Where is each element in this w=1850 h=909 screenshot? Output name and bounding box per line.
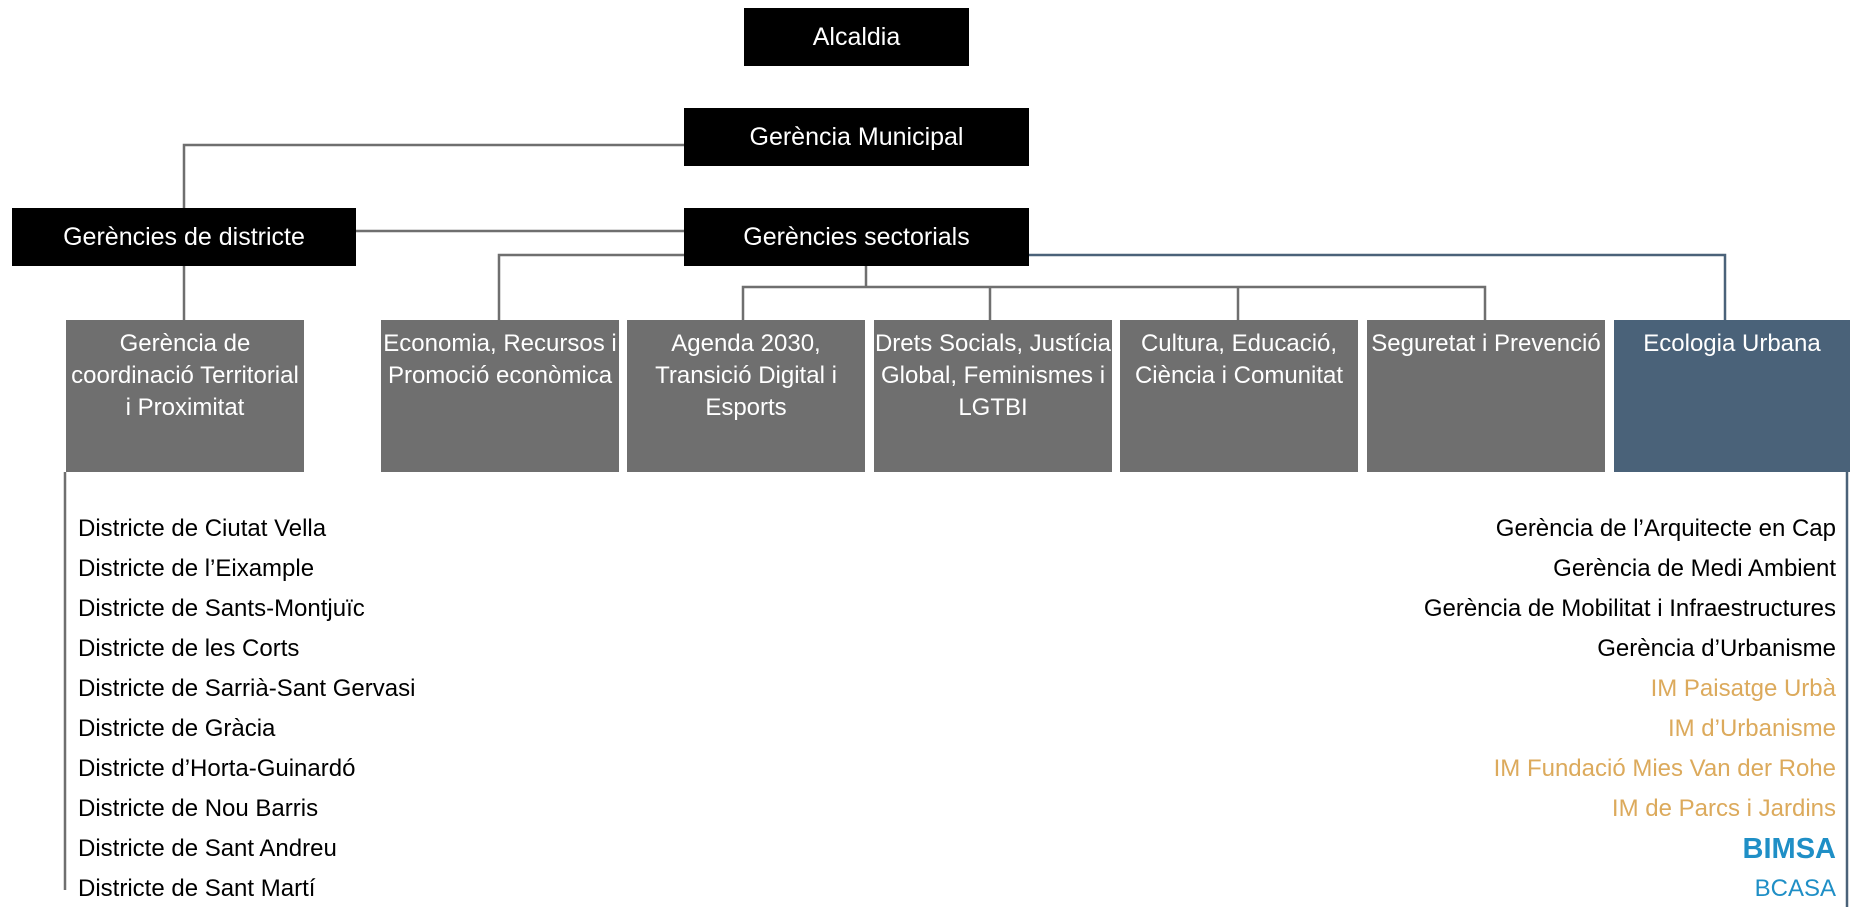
districte-item: Districte de l’Eixample (78, 555, 315, 582)
gerencies-districte-box: Gerències de districte (12, 208, 356, 266)
area-agenda-box: Agenda 2030, Transició Digital i Esports (627, 320, 865, 472)
gerencia-item: Gerència d’Urbanisme (1597, 635, 1836, 662)
districte-item: Districte d’Horta-Guinardó (78, 755, 356, 782)
districtes-list: Districte de Ciutat Vella Districte de l… (78, 509, 415, 909)
gerencia-municipal-box: Gerència Municipal (684, 108, 1029, 166)
districte-item: Districte de Gràcia (78, 715, 276, 742)
districte-item: Districte de Sants-Montjuïc (78, 595, 365, 622)
area-economia-label: Economia, Recursos i Promoció econòmica (383, 330, 617, 389)
gerencia-item: Gerència de Medi Ambient (1553, 555, 1836, 582)
institut-item: IM de Parcs i Jardins (1611, 795, 1836, 822)
districte-item: Districte de les Corts (78, 635, 300, 662)
institut-item: IM Paisatge Urbà (1650, 675, 1836, 702)
gerencia-municipal-label: Gerència Municipal (749, 122, 964, 151)
gerencia-item: Gerència de Mobilitat i Infraestructures (1423, 595, 1836, 622)
districte-item: Districte de Sant Andreu (78, 835, 337, 862)
area-drets-box: Drets Socials, Justícia Global, Feminism… (874, 320, 1112, 472)
institut-item: IM Fundació Mies Van der Rohe (1493, 755, 1836, 782)
districte-item: Districte de Sant Martí (78, 875, 316, 902)
area-cultura-box: Cultura, Educació, Ciència i Comunitat (1120, 320, 1358, 472)
area-drets-label: Drets Socials, Justícia Global, Feminism… (874, 330, 1112, 421)
area-economia-box: Economia, Recursos i Promoció econòmica (381, 320, 619, 472)
area-cultura-label: Cultura, Educació, Ciència i Comunitat (1134, 330, 1344, 389)
ecologia-units-list: Gerència de l’Arquitecte en Cap Gerència… (1424, 509, 1836, 909)
gerencies-sectorials-label: Gerències sectorials (743, 222, 970, 251)
districte-item: Districte de Ciutat Vella (78, 515, 327, 542)
bimsa-logo-text: BIMSA (1742, 833, 1836, 865)
districte-item: Districte de Sarrià-Sant Gervasi (78, 675, 416, 702)
area-seguretat-label: Seguretat i Prevenció (1371, 330, 1601, 357)
alcaldia-label: Alcaldia (812, 22, 901, 51)
bcasa-text: BCASA (1754, 875, 1836, 902)
area-ecologia-label: Ecologia Urbana (1643, 330, 1821, 357)
area-seguretat-box: Seguretat i Prevenció (1367, 320, 1605, 472)
districte-item: Districte de Nou Barris (78, 795, 319, 822)
gerencies-districte-label: Gerències de districte (63, 222, 305, 251)
institut-item: IM d’Urbanisme (1667, 715, 1836, 742)
alcaldia-box: Alcaldia (744, 8, 969, 66)
area-ecologia-box: Ecologia Urbana (1614, 320, 1850, 472)
area-coordinacio-box: Gerència de coordinació Territorial i Pr… (66, 320, 304, 472)
gerencia-item: Gerència de l’Arquitecte en Cap (1495, 515, 1836, 542)
area-agenda-label: Agenda 2030, Transició Digital i Esports (655, 330, 837, 421)
area-coordinacio-label: Gerència de coordinació Territorial i Pr… (71, 330, 299, 421)
gerencies-sectorials-box: Gerències sectorials (684, 208, 1029, 266)
